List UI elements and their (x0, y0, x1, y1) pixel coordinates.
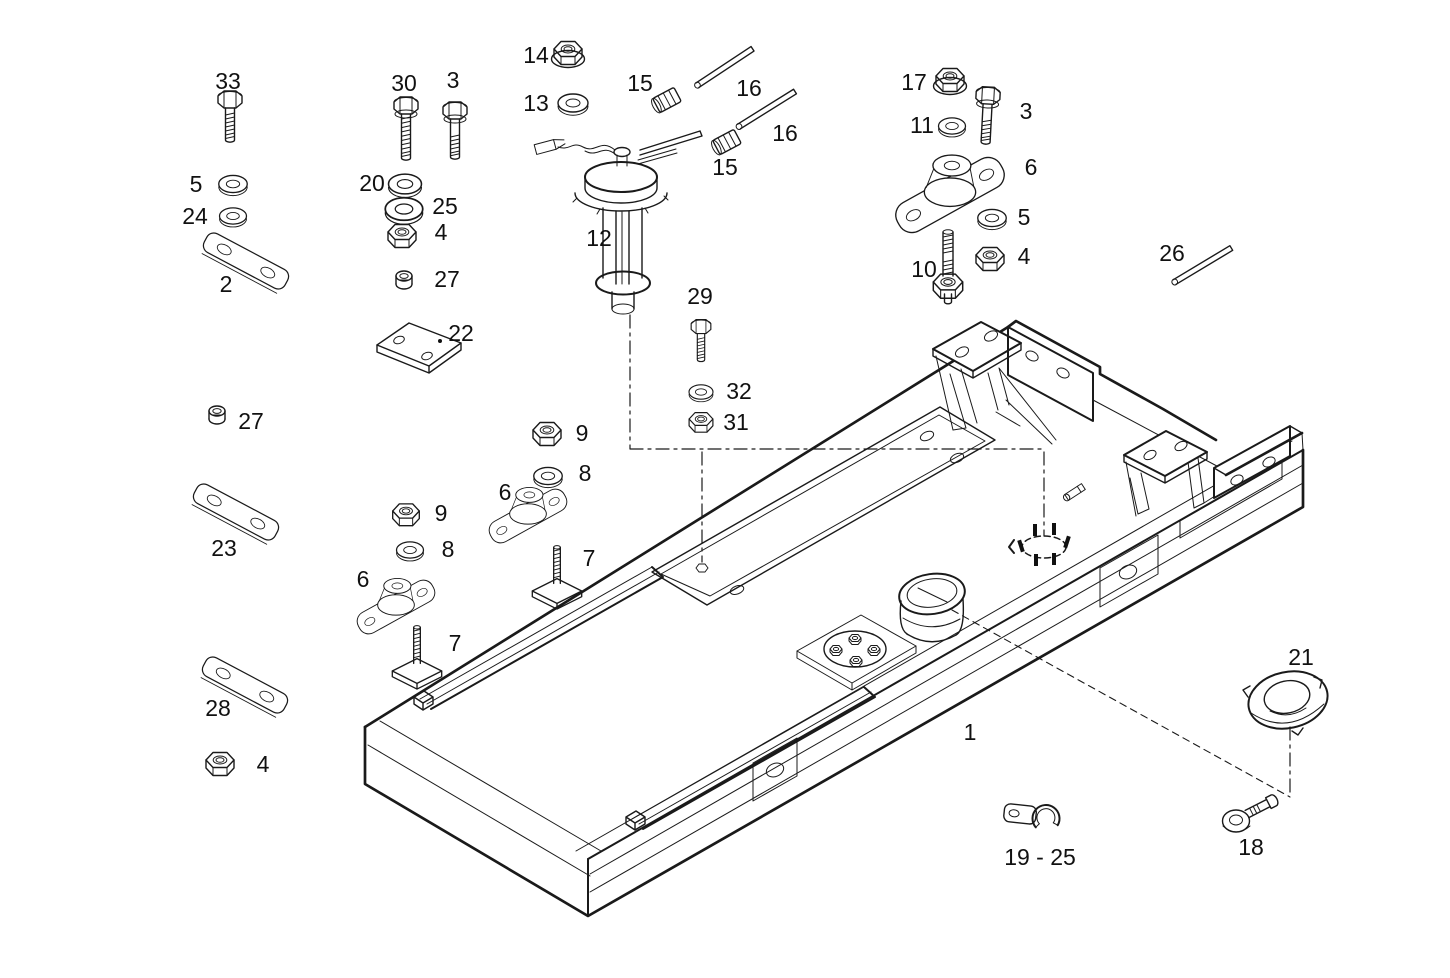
spacer-block-22 (376, 322, 462, 374)
callout-27: 27 (238, 408, 264, 434)
callout-6: 6 (1025, 154, 1038, 180)
hex-nut-31 (688, 412, 714, 433)
callout-5: 5 (190, 171, 203, 197)
washer-5-left (218, 174, 248, 197)
fitting-pad (796, 614, 917, 691)
washer-5-right (977, 208, 1007, 231)
callout-8: 8 (579, 460, 592, 486)
filler-neck (898, 572, 966, 643)
hex-nut-4-right (975, 246, 1005, 272)
fitting-15-lower (708, 128, 743, 158)
pedestal-bracket-1 (932, 321, 1057, 445)
rail-right (625, 686, 876, 831)
callout-3: 3 (447, 67, 460, 93)
washer-24 (218, 207, 248, 228)
callout-9: 9 (576, 420, 589, 446)
callout-3: 3 (1020, 98, 1033, 124)
p-clamp-19-25 (1003, 803, 1061, 829)
fuel-sender-12 (533, 130, 703, 315)
callout-14: 14 (523, 42, 549, 68)
callout-23: 23 (211, 535, 237, 561)
washer-13 (557, 93, 589, 116)
flange-nut-14 (552, 42, 585, 68)
callout-32: 32 (726, 378, 752, 404)
callout-11: 11 (910, 112, 934, 138)
hex-bolt-3-right (973, 86, 1000, 144)
hex-bolt-29 (691, 320, 711, 362)
fuel-cap-21 (1242, 670, 1329, 736)
pedestal-bracket-2 (1123, 430, 1241, 517)
washer-32 (688, 384, 714, 403)
callout-17: 17 (901, 69, 927, 95)
stud-ring (1008, 523, 1071, 566)
callout-4: 4 (435, 219, 448, 245)
callout-8: 8 (442, 536, 455, 562)
callout-9: 9 (435, 500, 448, 526)
washer-11 (937, 117, 967, 138)
callout-1: 1 (964, 719, 977, 745)
banjo-bolt-18 (1221, 794, 1279, 833)
front-tab-right (1099, 534, 1159, 608)
callout-21: 21 (1288, 644, 1314, 670)
hex-nut-4-mid (387, 223, 417, 249)
callout-7: 7 (449, 630, 462, 656)
hex-bolt-33 (218, 91, 242, 142)
washer-20 (387, 173, 423, 199)
callout-16: 16 (736, 75, 762, 101)
callout-28: 28 (205, 695, 231, 721)
stud-10 (932, 229, 964, 305)
callout-12: 12 (586, 225, 612, 251)
callout-5: 5 (1018, 204, 1031, 230)
flange-nut-17 (934, 69, 967, 95)
callout-20: 20 (359, 170, 385, 196)
strap-plate-2 (198, 229, 293, 296)
callout-33: 33 (215, 68, 241, 94)
callout-26: 26 (1159, 240, 1185, 266)
hex-bolt-3-top (443, 102, 467, 159)
callout-29: 29 (687, 283, 713, 309)
t-stud-7-upper (531, 544, 583, 610)
callout-13: 13 (523, 90, 549, 116)
engine-mount-6-right (889, 151, 1011, 239)
washer-25 (384, 196, 424, 226)
callout-4: 4 (257, 751, 270, 777)
callout-25: 25 (432, 193, 458, 219)
hex-nut-9-left (392, 503, 420, 527)
hex-bolt-30 (394, 97, 418, 160)
corner-bracket (1213, 425, 1304, 499)
callout-24: 24 (182, 203, 208, 229)
hex-nut-4-bottom (205, 751, 235, 777)
callout-31: 31 (723, 409, 749, 435)
callout-10: 10 (911, 256, 937, 282)
t-stud-7-lower (391, 624, 443, 690)
callout-7: 7 (583, 545, 596, 571)
callout-19-25: 19 - 25 (1004, 844, 1076, 870)
callout-4: 4 (1018, 243, 1031, 269)
cap-nut-27-mid (395, 270, 413, 290)
callout-6: 6 (499, 479, 512, 505)
hex-nut-9-mid (532, 421, 562, 447)
callout-15: 15 (712, 154, 738, 180)
callout-22: 22 (448, 320, 474, 346)
front-tab-left (752, 737, 798, 802)
callout-15: 15 (627, 70, 653, 96)
callout-6: 6 (357, 566, 370, 592)
fitting-15-upper (648, 86, 683, 116)
callout-2: 2 (220, 271, 233, 297)
callout-16: 16 (772, 120, 798, 146)
rail-left (413, 566, 664, 711)
callout-30: 30 (391, 70, 417, 96)
frame-opening (651, 406, 996, 606)
main-frame-part-1 (363, 319, 1305, 918)
clevis-pin (1062, 483, 1086, 502)
washer-8-left (395, 541, 425, 562)
leader-lines (629, 314, 1291, 798)
callout-18: 18 (1238, 834, 1264, 860)
washer-8-mid (533, 466, 563, 489)
cap-nut-27-left (208, 405, 226, 425)
callout-27: 27 (434, 266, 460, 292)
